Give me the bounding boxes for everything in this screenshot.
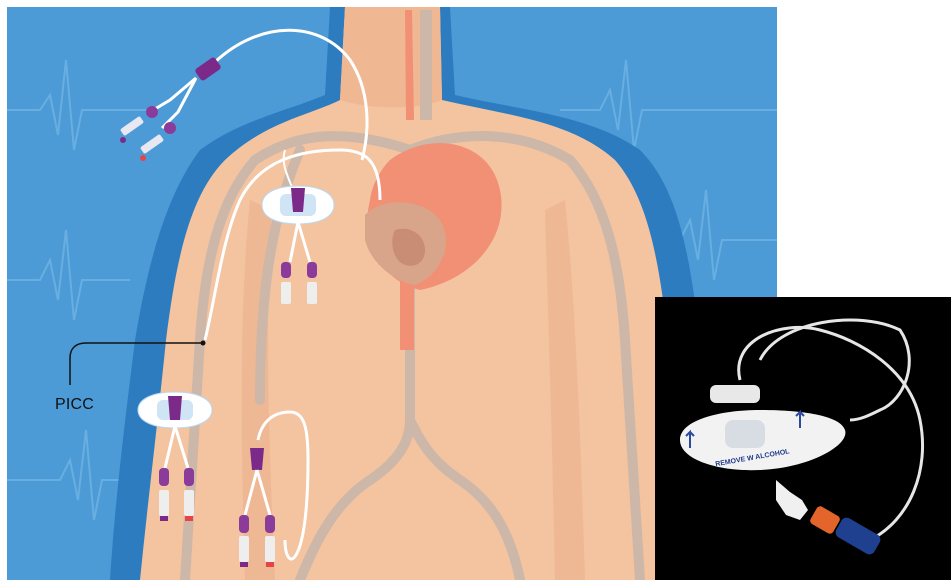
jugular-vein — [420, 10, 432, 120]
device-photo: REMOVE W ALCOHOL — [655, 297, 951, 580]
picc-label: PICC — [55, 396, 94, 414]
picc-pointer-dot — [201, 341, 206, 346]
